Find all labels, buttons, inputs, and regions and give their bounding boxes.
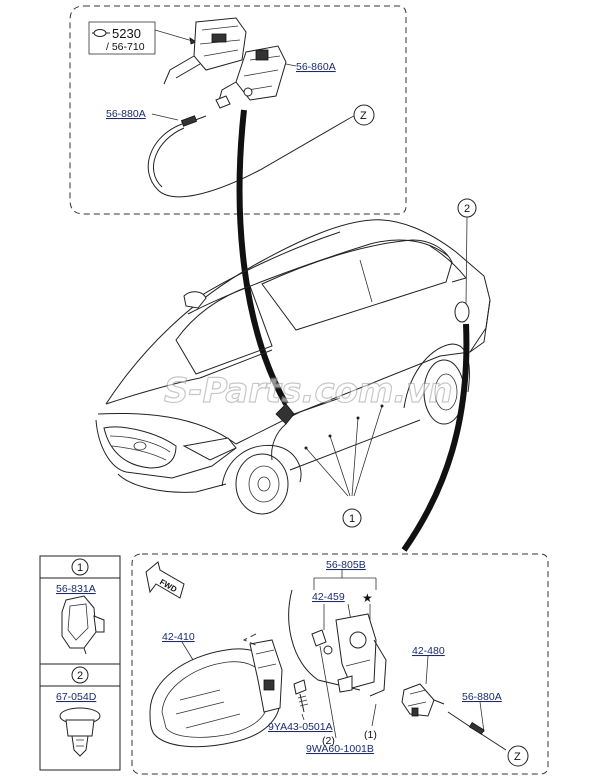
- label-56-860a: 56-860A: [296, 61, 336, 73]
- qty-2: (2): [322, 735, 335, 747]
- legend-item1-num: 1: [77, 562, 83, 574]
- release-cable: [147, 95, 351, 198]
- fwd-arrow-icon: FWD: [145, 561, 185, 599]
- qty-1: (1): [364, 729, 377, 741]
- leader-thick-bottom: [401, 323, 470, 552]
- label-42-480: 42-480: [412, 645, 445, 657]
- top-inset: 5230 / 56-710 56-860A: [69, 5, 407, 215]
- clip-67-054d: [59, 707, 101, 757]
- top-ref-small: / 56-710: [106, 41, 145, 53]
- label-56-805b: 56-805B: [326, 559, 366, 571]
- cable-end-56-880a: [447, 711, 507, 751]
- label-9ya43: 9YA43-0501A: [268, 721, 333, 733]
- fuel-door-latch: [217, 45, 287, 105]
- clip-leaders: 1: [304, 404, 384, 528]
- lock-key-icon: [92, 29, 110, 37]
- label-42-459: 42-459: [312, 591, 345, 603]
- top-code: 5230: [112, 26, 141, 41]
- clip-legend: 1 56-831A 2 67-054D: [39, 555, 121, 771]
- legend-item2-part: 67-054D: [56, 691, 97, 703]
- label-42-410: 42-410: [162, 631, 195, 643]
- nut-9wa60: [311, 629, 333, 655]
- filler-housing-56-805b: [288, 589, 387, 697]
- label-56-880a-top: 56-880A: [106, 108, 146, 120]
- legend-item1-part: 56-831A: [56, 583, 96, 595]
- legend-item2-num: 2: [77, 670, 83, 682]
- bolt-9ya43: [293, 679, 309, 713]
- callout-2-car: 2: [464, 203, 470, 215]
- vehicle-outline: [95, 219, 491, 515]
- bottom-detail: FWD 42-410 9YA43-0501A 56-805B 42-459 ★: [131, 553, 549, 775]
- label-9wa60: 9WA60-1001B: [306, 743, 374, 755]
- fuel-door-actuator: [163, 17, 247, 85]
- callout-z-top: Z: [360, 110, 367, 122]
- fuel-lid-42-410: [149, 639, 283, 748]
- callout-z-bottom: Z: [514, 751, 521, 763]
- watermark: S-Parts.com.vn: [164, 371, 453, 411]
- clip-56-831a: [61, 595, 105, 655]
- callout-1-car: 1: [349, 513, 355, 525]
- lid-opener-42-480: [401, 683, 445, 717]
- star-mark: ★: [362, 591, 373, 605]
- callout-2-car-group: 2: [457, 198, 477, 305]
- label-56-880a-bottom: 56-880A: [462, 691, 502, 703]
